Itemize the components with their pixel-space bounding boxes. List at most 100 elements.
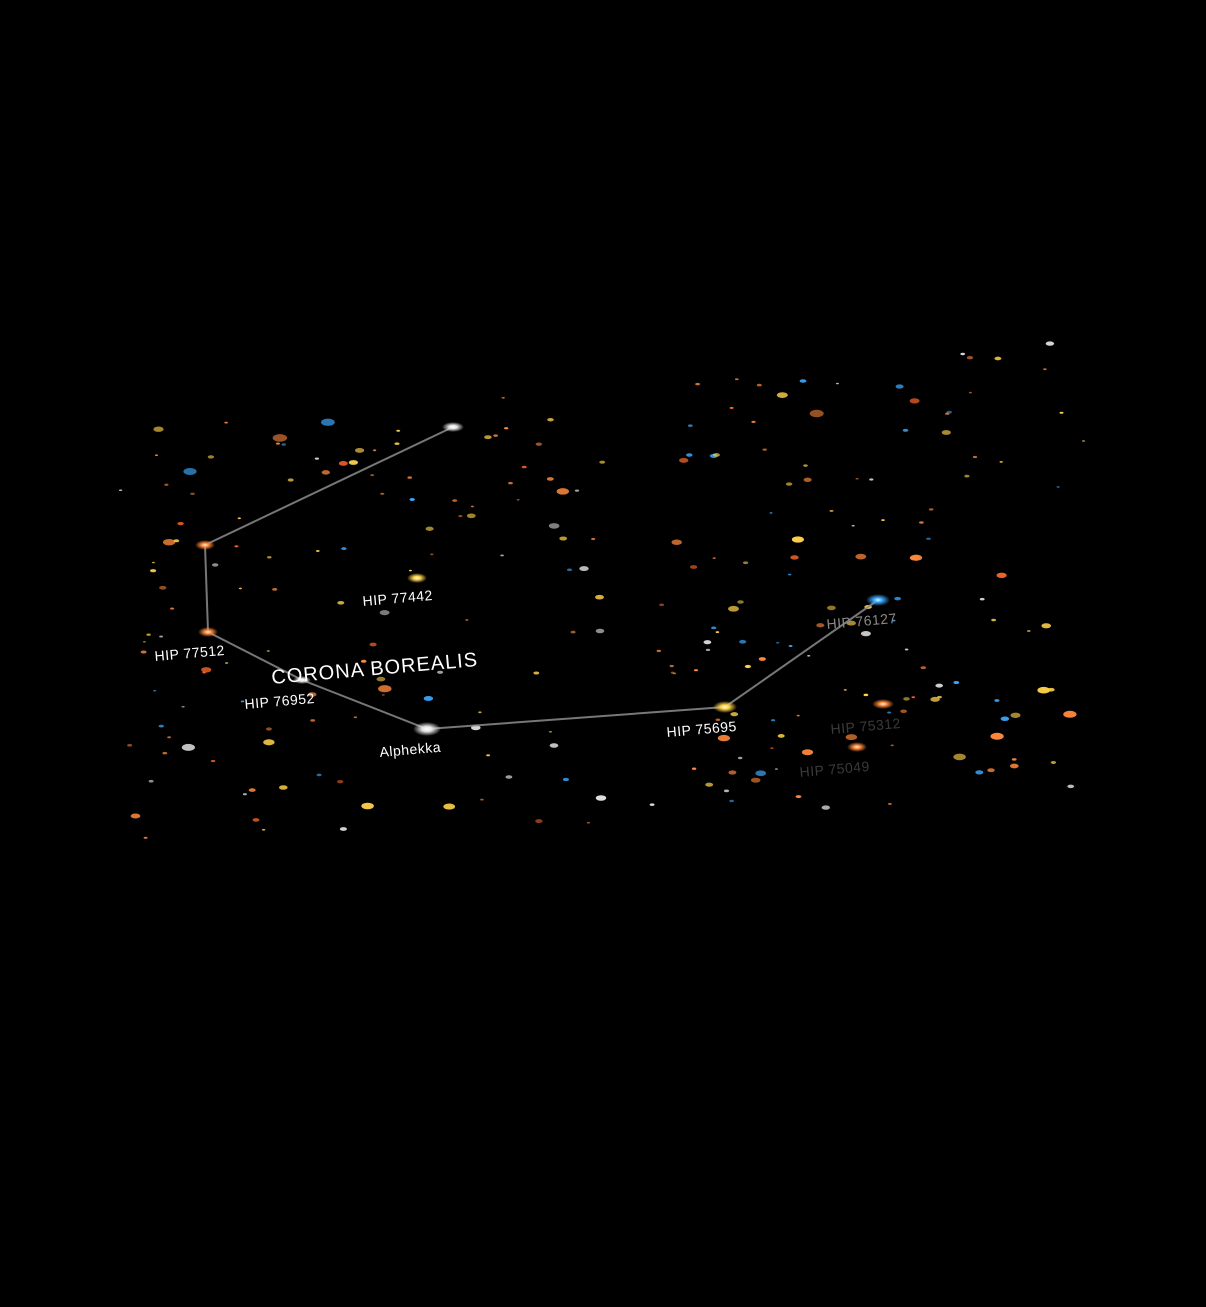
- background-star: [272, 588, 278, 591]
- star-marker[interactable]: [413, 722, 441, 736]
- background-star: [234, 545, 239, 548]
- background-star: [202, 671, 206, 674]
- background-star: [470, 505, 474, 508]
- background-star: [163, 538, 176, 546]
- background-star: [920, 666, 927, 670]
- background-star: [224, 662, 229, 664]
- background-star: [140, 650, 147, 654]
- background-star: [425, 526, 434, 531]
- background-star: [210, 759, 216, 763]
- star-marker[interactable]: [713, 701, 737, 713]
- background-star: [919, 521, 924, 524]
- background-star: [801, 749, 814, 756]
- background-star: [787, 573, 792, 576]
- background-star: [548, 523, 560, 529]
- background-star: [1000, 716, 1010, 722]
- background-star: [656, 649, 662, 653]
- background-star: [869, 478, 874, 481]
- star-marker[interactable]: [866, 594, 890, 606]
- background-star: [903, 697, 910, 701]
- constellation-stars: [195, 422, 894, 752]
- background-star: [979, 597, 985, 601]
- star-marker[interactable]: [407, 573, 427, 583]
- background-star: [909, 398, 920, 404]
- background-star: [769, 512, 773, 514]
- star-label-hip76952: HIP 76952: [244, 690, 316, 712]
- star-label-hip75695: HIP 75695: [666, 718, 738, 740]
- background-star: [795, 795, 802, 799]
- background-star: [887, 711, 892, 714]
- background-star: [679, 457, 689, 463]
- background-star: [669, 664, 674, 668]
- background-star: [689, 565, 698, 569]
- background-star: [895, 384, 904, 389]
- background-star: [1026, 630, 1031, 632]
- background-star: [501, 396, 505, 399]
- background-star: [1009, 763, 1019, 769]
- background-star: [252, 818, 260, 822]
- background-star: [279, 785, 288, 790]
- background-star: [1056, 486, 1060, 488]
- background-star: [505, 775, 513, 779]
- background-star: [851, 524, 855, 527]
- background-star: [1059, 411, 1064, 414]
- background-star: [941, 430, 951, 435]
- star-marker[interactable]: [847, 742, 867, 752]
- background-star: [770, 719, 776, 722]
- background-star: [164, 483, 169, 486]
- background-star: [372, 449, 377, 452]
- background-star: [339, 827, 347, 831]
- background-star: [926, 537, 931, 540]
- star-label-alphekka: Alphekka: [379, 739, 442, 760]
- background-star: [904, 648, 909, 651]
- background-star: [712, 557, 716, 559]
- background-star: [354, 447, 365, 453]
- star-marker[interactable]: [198, 627, 218, 637]
- background-star: [728, 770, 737, 775]
- background-star: [173, 539, 180, 543]
- star-label-hip75312: HIP 75312: [830, 715, 902, 737]
- background-star: [999, 461, 1003, 463]
- background-star: [785, 482, 793, 486]
- background-star: [310, 719, 316, 722]
- background-star: [521, 465, 527, 469]
- star-marker[interactable]: [442, 422, 464, 432]
- background-star: [591, 537, 596, 541]
- background-star: [729, 406, 734, 409]
- background-star: [181, 743, 195, 751]
- star-marker[interactable]: [872, 699, 894, 709]
- background-star: [369, 642, 377, 647]
- background-star: [762, 448, 767, 451]
- background-star: [181, 705, 185, 708]
- background-star: [337, 600, 345, 605]
- background-star: [266, 650, 270, 652]
- background-star: [207, 455, 215, 459]
- background-star: [1047, 687, 1055, 692]
- background-star: [953, 680, 960, 685]
- background-star: [423, 696, 434, 701]
- background-star: [960, 352, 965, 356]
- background-star: [549, 743, 559, 748]
- background-star: [281, 443, 286, 446]
- background-star: [408, 569, 412, 572]
- background-star: [737, 600, 744, 604]
- background-star: [484, 435, 492, 440]
- star-marker[interactable]: [195, 540, 215, 550]
- star-label-hip76127: HIP 76127: [826, 610, 898, 632]
- background-star: [1081, 440, 1086, 442]
- background-star: [687, 424, 693, 427]
- background-star: [478, 711, 482, 714]
- background-star: [846, 620, 856, 626]
- background-star: [508, 481, 513, 485]
- background-star: [649, 803, 655, 806]
- background-star: [774, 768, 778, 770]
- background-star: [887, 802, 892, 805]
- background-star: [562, 777, 570, 782]
- background-star: [728, 605, 739, 612]
- background-star: [533, 671, 540, 675]
- star-marker[interactable]: [293, 676, 311, 684]
- background-star: [546, 477, 554, 481]
- background-star: [829, 509, 834, 512]
- background-star: [777, 734, 785, 738]
